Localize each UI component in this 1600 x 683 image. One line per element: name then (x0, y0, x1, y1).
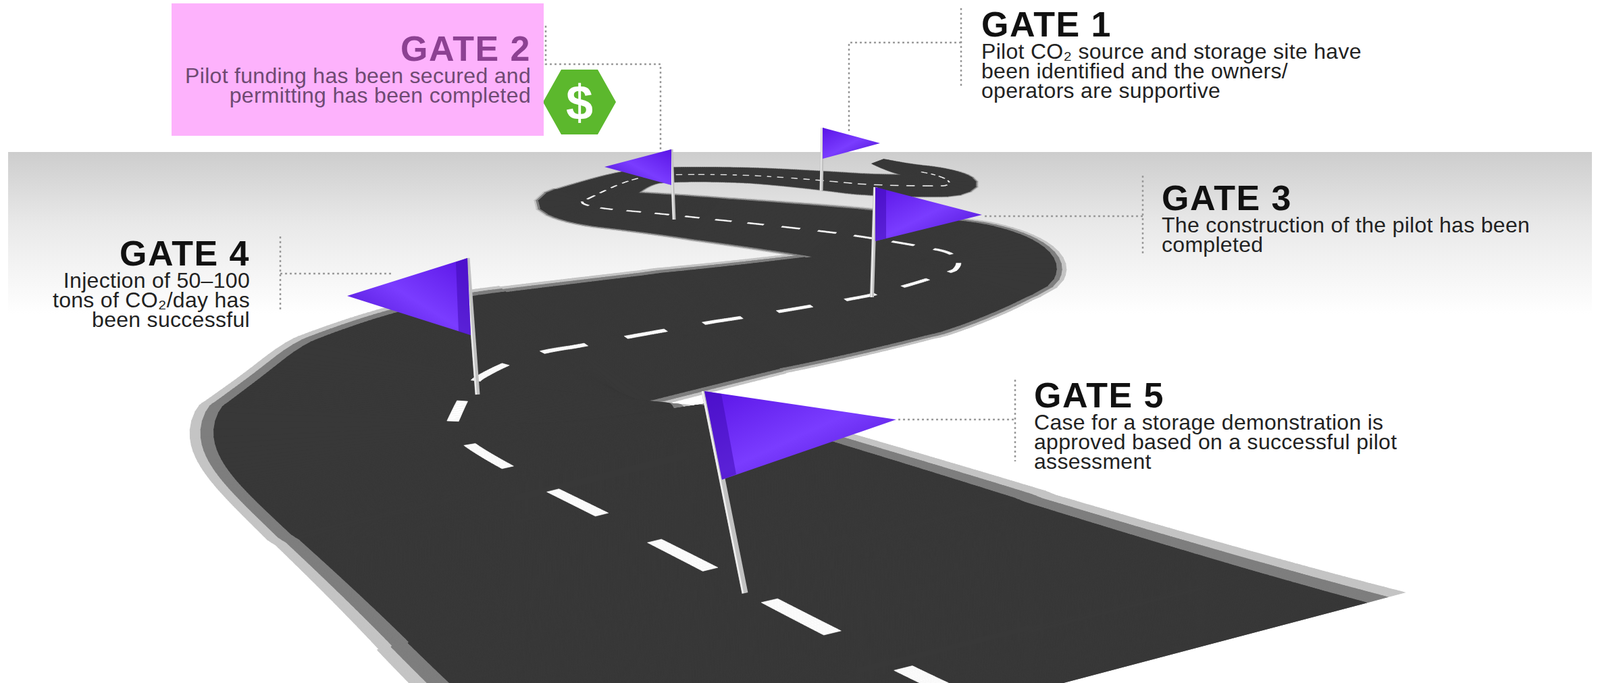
stage: GATE 1Pilot CO₂ source and storage site … (0, 0, 1600, 683)
